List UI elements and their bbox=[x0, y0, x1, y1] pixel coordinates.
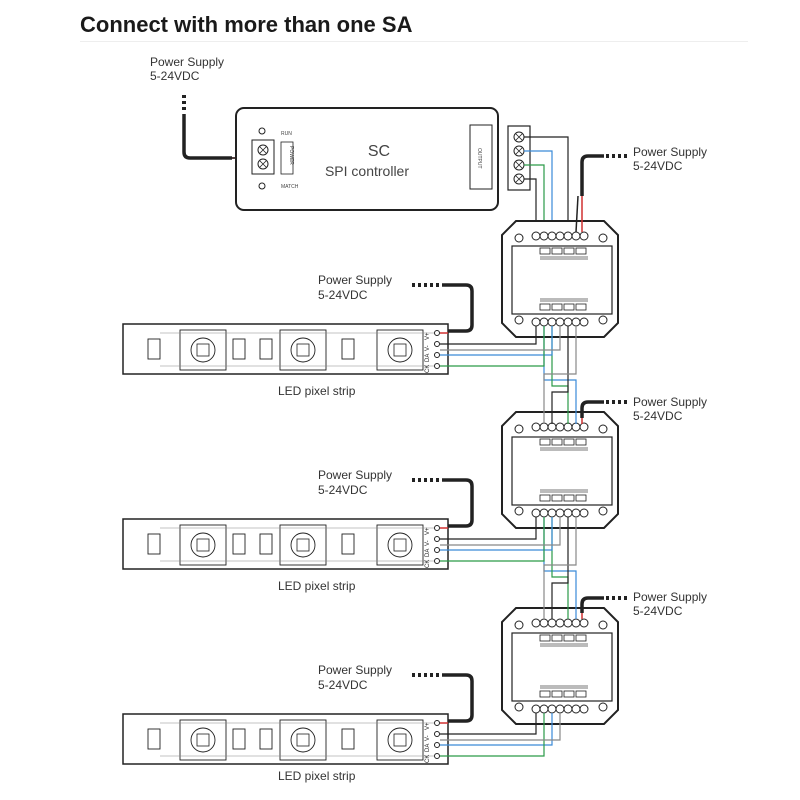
power-supply-label: Power Supply bbox=[633, 395, 707, 409]
strip-pin-vminus: V- bbox=[425, 345, 431, 351]
power-supply-voltage: 5-24VDC bbox=[150, 69, 200, 83]
power-supply-voltage: 5-24VDC bbox=[318, 288, 368, 302]
strip-pin-vplus: V+ bbox=[425, 527, 431, 535]
page-title: Connect with more than one SA bbox=[80, 12, 413, 37]
strip-signal-wires bbox=[440, 326, 561, 757]
power-supply-voltage: 5-24VDC bbox=[318, 483, 368, 497]
led-pixel-strip-3: V+ V- DA CK LED pixel strip bbox=[122, 713, 449, 783]
run-label: RUN bbox=[281, 131, 292, 137]
power-supply-label: Power Supply bbox=[633, 590, 707, 604]
controller-output-wires bbox=[524, 136, 569, 232]
sc-controller: RUN MATCH POWER SC SPI controller OUTPUT bbox=[235, 107, 531, 211]
strip-pin-vminus: V- bbox=[425, 735, 431, 741]
power-supply-label: Power Supply bbox=[150, 55, 224, 69]
strip-pin-da: DA bbox=[425, 744, 431, 752]
power-supply-label: Power Supply bbox=[318, 663, 392, 677]
amp3-power-supply: Power Supply 5-24VDC bbox=[580, 590, 707, 619]
strip-label: LED pixel strip bbox=[278, 769, 356, 783]
strip-pin-vplus: V+ bbox=[425, 332, 431, 340]
power-supply-label: Power Supply bbox=[633, 145, 707, 159]
strip-pin-da: DA bbox=[425, 549, 431, 557]
amplifier-units bbox=[501, 220, 619, 725]
strip-label: LED pixel strip bbox=[278, 579, 356, 593]
power-supply-voltage: 5-24VDC bbox=[318, 678, 368, 692]
amp1-power-supply: Power Supply 5-24VDC bbox=[575, 145, 707, 233]
power-supply-voltage: 5-24VDC bbox=[633, 159, 683, 173]
controller-name: SC bbox=[368, 143, 390, 160]
amplifier-chain-wires bbox=[543, 326, 577, 619]
power-supply-label: Power Supply bbox=[318, 468, 392, 482]
strip-pin-ck: CK bbox=[425, 560, 431, 568]
strip1-power-supply: Power Supply 5-24VDC bbox=[318, 273, 474, 334]
strip-pin-ck: CK bbox=[425, 755, 431, 763]
strip3-power-supply: Power Supply 5-24VDC bbox=[318, 663, 474, 724]
signal-amplifier-2 bbox=[501, 411, 619, 529]
match-label: MATCH bbox=[281, 184, 299, 190]
amp2-power-supply: Power Supply 5-24VDC bbox=[580, 395, 707, 424]
strip-pin-vminus: V- bbox=[425, 540, 431, 546]
strip2-power-supply: Power Supply 5-24VDC bbox=[318, 468, 474, 529]
strip-pin-vplus: V+ bbox=[425, 722, 431, 730]
controller-description: SPI controller bbox=[325, 163, 409, 179]
signal-amplifier-1 bbox=[501, 220, 619, 338]
power-supply-voltage: 5-24VDC bbox=[633, 409, 683, 423]
output-port-label: OUTPUT bbox=[476, 148, 482, 169]
led-pixel-strip-2: V+ V- DA CK LED pixel strip bbox=[122, 518, 449, 593]
strip-label: LED pixel strip bbox=[278, 384, 356, 398]
led-pixel-strip-1: V+ V- DA CK LED pixel strip bbox=[122, 323, 449, 398]
title-divider bbox=[80, 41, 748, 42]
signal-amplifier-3 bbox=[501, 607, 619, 725]
power-supply-label: Power Supply bbox=[318, 273, 392, 287]
strip-pin-ck: CK bbox=[425, 365, 431, 373]
power-supply-voltage: 5-24VDC bbox=[633, 604, 683, 618]
power-port-label: POWER bbox=[288, 146, 294, 165]
strip-pin-da: DA bbox=[425, 354, 431, 362]
